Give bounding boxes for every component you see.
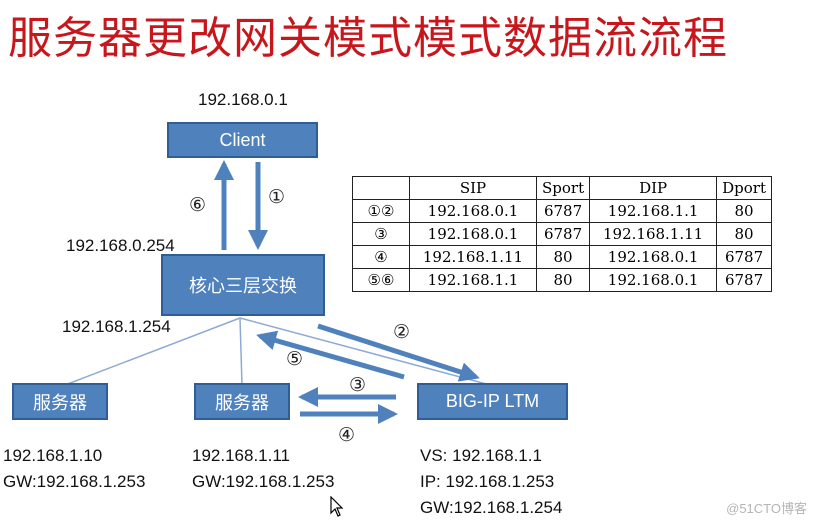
server1-ip-label: 192.168.1.10 xyxy=(3,446,103,465)
link-switch-server2 xyxy=(239,317,243,386)
table-cell: 192.168.1.11 xyxy=(409,245,537,269)
table-cell: 192.168.0.1 xyxy=(409,222,537,246)
flow-table-header-sport: Sport xyxy=(535,176,591,200)
table-cell: ①② xyxy=(352,199,410,223)
table-cell: ⑤⑥ xyxy=(352,268,410,292)
table-cell: 6787 xyxy=(716,245,772,269)
page-title: 服务器更改网关模式模式数据流流程 xyxy=(8,13,728,64)
table-cell: 6787 xyxy=(535,222,591,246)
server1-node: 服务器 xyxy=(12,383,108,420)
table-cell: 192.168.1.1 xyxy=(409,268,537,292)
table-row: ④ 192.168.1.11 80 192.168.0.1 6787 xyxy=(352,245,772,269)
table-cell: 80 xyxy=(716,222,772,246)
table-row: ③ 192.168.0.1 6787 192.168.1.11 80 xyxy=(352,222,772,246)
step3-label: ③ xyxy=(349,374,367,396)
step6-label: ⑥ xyxy=(189,194,207,216)
table-cell: 80 xyxy=(716,199,772,223)
table-row: ⑤⑥ 192.168.1.1 80 192.168.0.1 6787 xyxy=(352,268,772,292)
flow-table-header-row: SIP Sport DIP Dport xyxy=(352,176,772,200)
arrow-step5 xyxy=(256,330,405,380)
flow-table: SIP Sport DIP Dport ①② 192.168.0.1 6787 … xyxy=(352,176,772,292)
flow-table-header-dport: Dport xyxy=(716,176,772,200)
server1-gw-label: GW:192.168.1.253 xyxy=(3,472,146,491)
bigip-node: BIG-IP LTM xyxy=(417,383,568,420)
flow-table-header-sip: SIP xyxy=(409,176,537,200)
core-switch-node-label: 核心三层交换 xyxy=(189,276,297,296)
table-cell: 192.168.0.1 xyxy=(409,199,537,223)
table-cell: ④ xyxy=(352,245,410,269)
table-cell: 192.168.0.1 xyxy=(589,245,718,269)
client-ip-label: 192.168.0.1 xyxy=(198,90,288,109)
step4-label: ④ xyxy=(338,424,356,446)
arrow-step2 xyxy=(317,323,480,382)
client-node-label: Client xyxy=(219,129,266,150)
switch-lower-ip-label: 192.168.1.254 xyxy=(62,317,171,336)
table-cell: 192.168.1.1 xyxy=(589,199,718,223)
flow-table-header-step xyxy=(352,176,410,200)
watermark: @51CTO博客 xyxy=(726,501,807,516)
link-switch-server1 xyxy=(64,317,241,386)
table-cell: 80 xyxy=(535,268,591,292)
step5-label: ⑤ xyxy=(286,348,304,370)
link-switch-bigip xyxy=(239,317,491,386)
bigip-ip-label: IP: 192.168.1.253 xyxy=(420,472,555,491)
table-cell: 192.168.0.1 xyxy=(589,268,718,292)
flow-table-header-dip: DIP xyxy=(589,176,718,200)
server2-ip-label: 192.168.1.11 xyxy=(192,446,290,465)
step2-label: ② xyxy=(393,321,411,343)
bigip-gw-label: GW:192.168.1.254 xyxy=(420,498,563,517)
step1-label: ① xyxy=(268,186,286,208)
table-cell: 80 xyxy=(535,245,591,269)
mouse-cursor-icon xyxy=(330,496,344,517)
table-cell: 6787 xyxy=(716,268,772,292)
client-node: Client xyxy=(167,122,318,158)
table-row: ①② 192.168.0.1 6787 192.168.1.1 80 xyxy=(352,199,772,223)
bigip-vs-label: VS: 192.168.1.1 xyxy=(420,446,542,465)
server2-node: 服务器 xyxy=(194,383,290,420)
switch-upper-ip-label: 192.168.0.254 xyxy=(66,236,175,255)
server1-node-label: 服务器 xyxy=(33,392,87,413)
table-cell: 192.168.1.11 xyxy=(589,222,718,246)
table-cell: 6787 xyxy=(535,199,591,223)
bigip-node-label: BIG-IP LTM xyxy=(445,391,540,411)
server2-gw-label: GW:192.168.1.253 xyxy=(192,472,335,491)
core-switch-node: 核心三层交换 xyxy=(161,254,325,316)
table-cell: ③ xyxy=(352,222,410,246)
server2-node-label: 服务器 xyxy=(215,392,269,413)
